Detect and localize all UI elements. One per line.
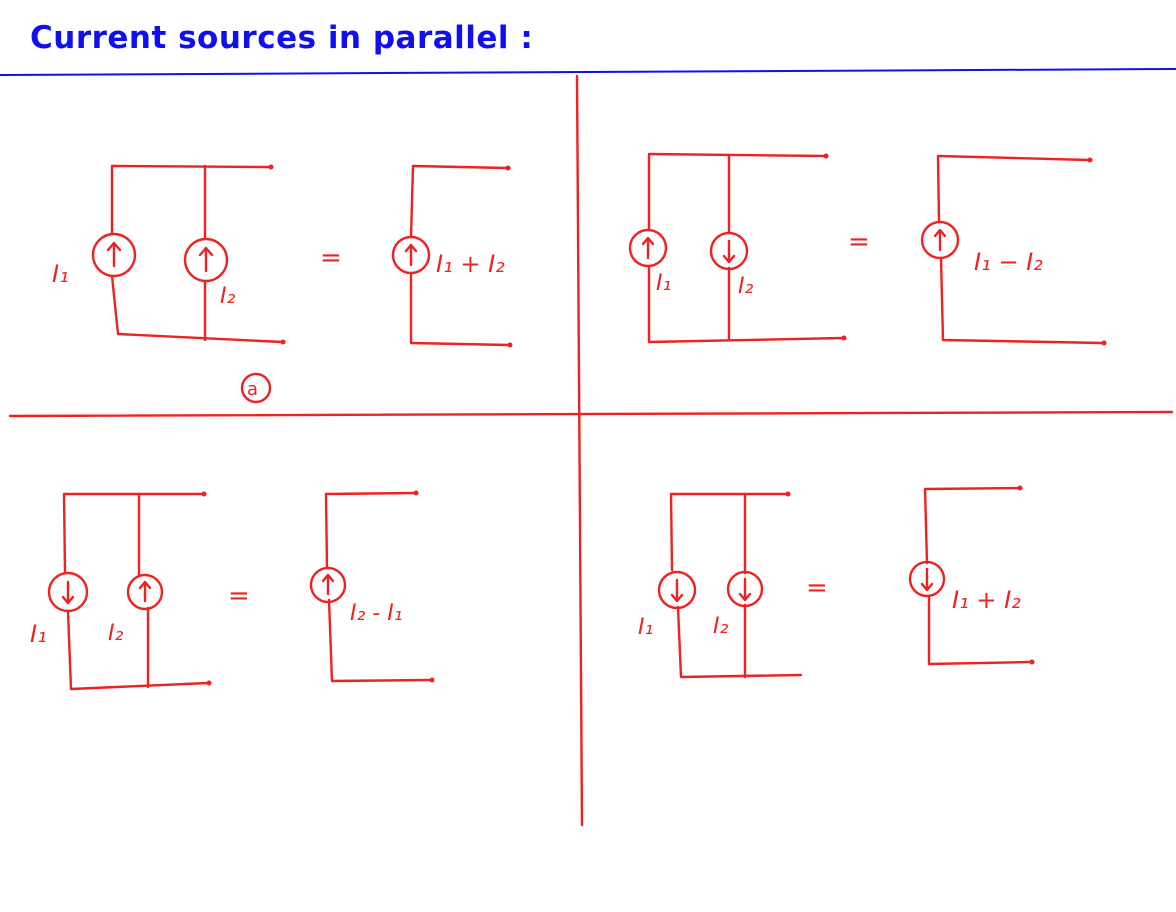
panel-a: I₁ I₂ = I₁ + I₂ a: [52, 164, 513, 404]
panel-a-equivalent-circuit: I₁ + I₂: [391, 164, 513, 348]
panel-b-left-circuit: I₁ I₂: [628, 152, 847, 344]
current-source-down-icon: [709, 231, 749, 271]
label-result: I₁ + I₂: [952, 586, 1021, 614]
current-source-up-icon: [126, 573, 164, 611]
current-source-down-icon: [657, 570, 697, 610]
label-result: I₁ + I₂: [436, 250, 505, 278]
svg-text:a: a: [247, 379, 258, 400]
panel-d-equivalent-circuit: I₁ + I₂: [908, 485, 1035, 666]
label-i1: I₁: [638, 615, 653, 640]
title-underline: [0, 68, 1176, 76]
label-i2: I₂: [738, 274, 753, 299]
equals-sign: =: [806, 573, 828, 603]
panel-c-equivalent-circuit: I₂ - I₁: [309, 490, 435, 683]
label-i2: I₂: [220, 284, 235, 309]
panel-d-left-circuit: I₁ I₂: [638, 491, 803, 679]
current-source-up-icon: [309, 566, 347, 604]
label-i2: I₂: [713, 614, 728, 639]
label-result: I₁ − I₂: [974, 248, 1043, 276]
equals-sign: =: [320, 243, 342, 273]
panel-tag-a: a: [240, 372, 272, 404]
divider-horizontal: [8, 410, 1174, 418]
divider-vertical: [575, 74, 584, 827]
label-i1: I₁: [52, 260, 69, 288]
panel-d: I₁ I₂ = I₁ + I₂: [638, 485, 1035, 679]
label-i1: I₁: [30, 620, 47, 648]
panel-b-equivalent-circuit: I₁ − I₂: [920, 154, 1107, 346]
current-source-up-icon: [628, 228, 668, 268]
current-source-up-icon: [920, 220, 960, 260]
equals-sign: =: [228, 581, 250, 611]
current-source-up-icon: [183, 237, 229, 283]
current-source-up-icon: [391, 235, 431, 275]
label-i1: I₁: [656, 271, 671, 296]
panel-b: I₁ I₂ = I₁ − I₂: [628, 152, 1107, 346]
label-result: I₂ - I₁: [350, 601, 403, 626]
current-source-up-icon: [91, 232, 137, 278]
panel-c-left-circuit: I₁ I₂: [30, 491, 212, 691]
current-source-down-icon: [726, 570, 764, 608]
current-source-down-icon: [47, 571, 89, 613]
equals-sign: =: [848, 227, 870, 257]
label-i2: I₂: [108, 621, 123, 646]
current-source-down-icon: [908, 560, 946, 598]
page-title: Current sources in parallel :: [30, 20, 534, 56]
panel-c: I₁ I₂ = I₂ - I₁: [30, 490, 435, 691]
panel-a-left-circuit: I₁ I₂: [52, 164, 286, 345]
